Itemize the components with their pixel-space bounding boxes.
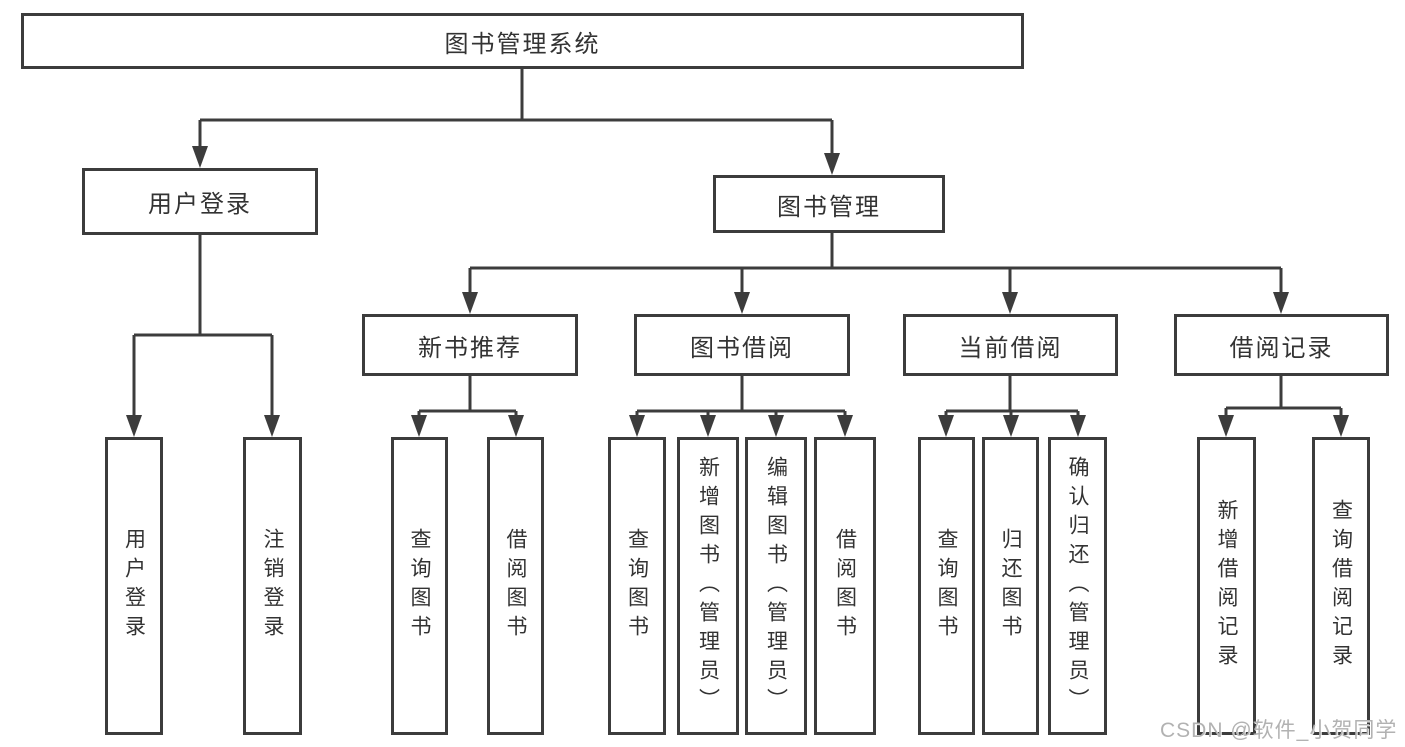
- node-borrowing-records: 借阅记录: [1174, 314, 1389, 376]
- leaf-records-query-borrow-record: 查询借阅记录: [1312, 437, 1370, 735]
- node-new-book-recommendation: 新书推荐: [362, 314, 578, 376]
- arrow-down-icon: [1003, 415, 1019, 437]
- leaf-borrow-borrow-books: 借阅图书: [814, 437, 876, 735]
- node-library-management-system: 图书管理系统: [21, 13, 1024, 69]
- arrow-down-icon: [1333, 415, 1349, 437]
- arrow-down-icon: [192, 146, 208, 168]
- node-book-borrowing: 图书借阅: [634, 314, 850, 376]
- arrow-down-icon: [837, 415, 853, 437]
- node-current-borrowing: 当前借阅: [903, 314, 1118, 376]
- arrow-down-icon: [768, 415, 784, 437]
- arrow-down-icon: [462, 292, 478, 314]
- arrow-down-icon: [629, 415, 645, 437]
- arrow-down-icon: [1218, 415, 1234, 437]
- arrow-down-icon: [734, 292, 750, 314]
- leaf-user-login: 用户登录: [105, 437, 163, 735]
- leaf-current-confirm-return-admin: 确认归还（管理员）: [1048, 437, 1107, 735]
- leaf-recommend-query-books: 查询图书: [391, 437, 448, 735]
- csdn-watermark: CSDN @软件_小贺同学: [1160, 719, 1398, 742]
- node-user-login: 用户登录: [82, 168, 318, 235]
- arrow-down-icon: [1070, 415, 1086, 437]
- leaf-logout: 注销登录: [243, 437, 302, 735]
- leaf-current-query-books: 查询图书: [918, 437, 975, 735]
- arrow-down-icon: [508, 415, 524, 437]
- leaf-current-return-books: 归还图书: [982, 437, 1039, 735]
- arrow-down-icon: [700, 415, 716, 437]
- leaf-recommend-borrow-books: 借阅图书: [487, 437, 544, 735]
- arrow-down-icon: [1002, 292, 1018, 314]
- leaf-records-add-borrow-record: 新增借阅记录: [1197, 437, 1256, 735]
- leaf-borrow-edit-books-admin: 编辑图书（管理员）: [745, 437, 807, 735]
- arrow-down-icon: [1273, 292, 1289, 314]
- arrow-down-icon: [938, 415, 954, 437]
- arrowhead-icons: [126, 146, 1349, 437]
- arrow-down-icon: [411, 415, 427, 437]
- leaf-borrow-add-books-admin: 新增图书（管理员）: [677, 437, 739, 735]
- arrow-down-icon: [824, 153, 840, 175]
- arrow-down-icon: [264, 415, 280, 437]
- arrow-down-icon: [126, 415, 142, 437]
- leaf-borrow-query-books: 查询图书: [608, 437, 666, 735]
- node-book-management: 图书管理: [713, 175, 945, 233]
